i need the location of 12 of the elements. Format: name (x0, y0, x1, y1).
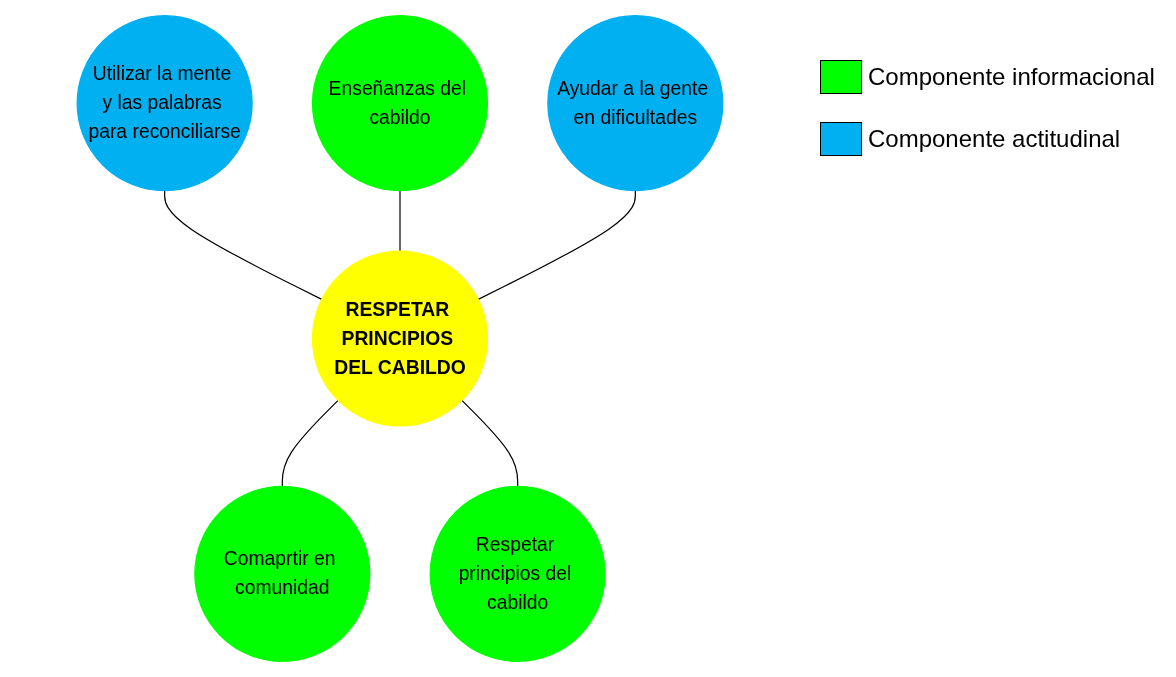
node-circle: Utilizar la mente y las palabras para reconciliarse (76, 15, 253, 192)
node-circle: RESPETAR PRINCIPIOS DEL CABILDO (311, 250, 489, 427)
connector (281, 399, 339, 487)
connector (477, 190, 636, 300)
connector (461, 399, 519, 487)
node-circle: Enseñanzas del cabildo (311, 15, 489, 192)
legend-label: Componente actitudinal (868, 125, 1121, 153)
legend-label: Componente informacional (868, 63, 1155, 91)
node-circle: Comaprtir en comunidad (194, 485, 371, 662)
node-circle: Respetar principios del cabildo (429, 485, 606, 662)
node-circle: Ayudar a la gente en dificultades (547, 15, 724, 192)
connector (164, 190, 323, 300)
